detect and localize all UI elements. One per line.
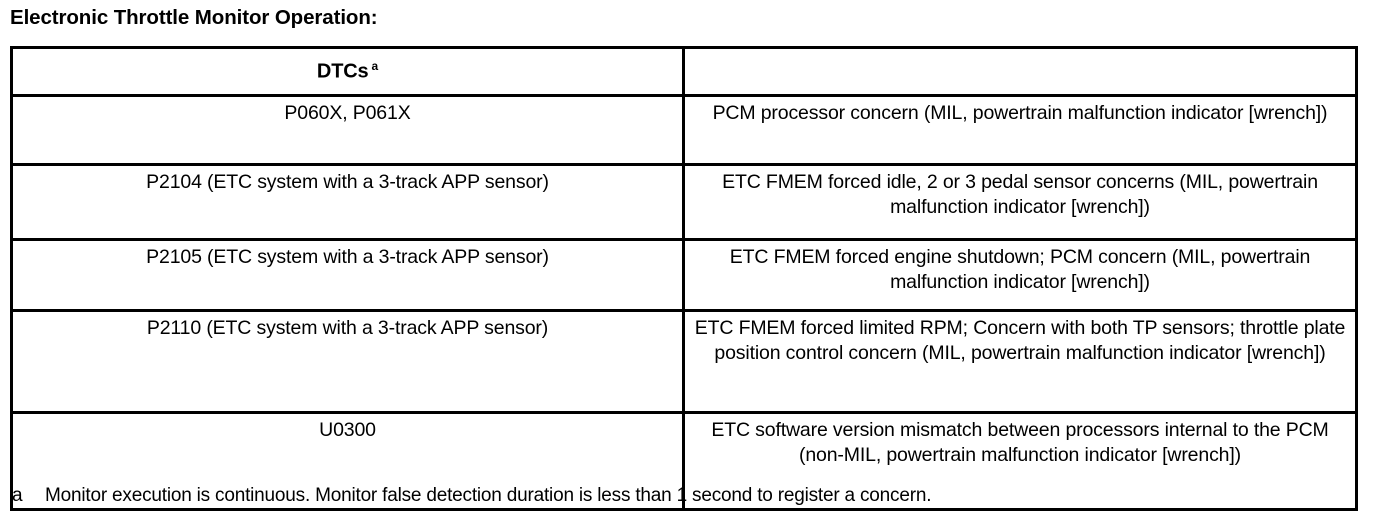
column-header-description bbox=[682, 46, 1358, 97]
table-row: U0300 ETC software version mismatch betw… bbox=[10, 411, 1358, 511]
dtc-value: P2110 (ETC system with a 3-track APP sen… bbox=[146, 317, 549, 339]
cell-description: PCM processor concern (MIL, powertrain m… bbox=[682, 94, 1358, 166]
table-footnote: a Monitor execution is continuous. Monito… bbox=[12, 484, 1362, 508]
cell-dtc: U0300 bbox=[10, 411, 685, 511]
dtc-value: P2104 (ETC system with a 3-track APP sen… bbox=[146, 171, 549, 193]
footnote-text: Monitor execution is continuous. Monitor… bbox=[45, 485, 932, 506]
page-title: Electronic Throttle Monitor Operation: bbox=[10, 6, 378, 29]
cell-dtc: P2104 (ETC system with a 3-track APP sen… bbox=[10, 163, 685, 241]
footnote-marker: a bbox=[12, 485, 23, 506]
cell-description: ETC FMEM forced idle, 2 or 3 pedal senso… bbox=[682, 163, 1358, 241]
table-row: P2110 (ETC system with a 3-track APP sen… bbox=[10, 309, 1358, 414]
description-value: ETC FMEM forced idle, 2 or 3 pedal senso… bbox=[722, 171, 1318, 218]
cell-dtc: P2105 (ETC system with a 3-track APP sen… bbox=[10, 238, 685, 312]
cell-dtc: P060X, P061X bbox=[10, 94, 685, 166]
cell-description: ETC FMEM forced engine shutdown; PCM con… bbox=[682, 238, 1358, 312]
column-header-dtcs-footnote-marker: a bbox=[371, 59, 379, 73]
column-header-dtcs-label: DTCs bbox=[316, 60, 369, 83]
table-row: P060X, P061X PCM processor concern (MIL,… bbox=[10, 94, 1358, 166]
table-row: P2105 (ETC system with a 3-track APP sen… bbox=[10, 238, 1358, 312]
description-value: ETC software version mismatch between pr… bbox=[711, 419, 1329, 466]
description-value: ETC FMEM forced limited RPM; Concern wit… bbox=[694, 317, 1346, 364]
description-value: PCM processor concern (MIL, powertrain m… bbox=[712, 102, 1328, 124]
cell-description: ETC FMEM forced limited RPM; Concern wit… bbox=[682, 309, 1358, 414]
cell-dtc: P2110 (ETC system with a 3-track APP sen… bbox=[10, 309, 685, 414]
dtc-value: P060X, P061X bbox=[284, 102, 411, 124]
description-value: ETC FMEM forced engine shutdown; PCM con… bbox=[729, 246, 1311, 293]
dtc-value: U0300 bbox=[319, 419, 376, 441]
table-body: P060X, P061X PCM processor concern (MIL,… bbox=[10, 94, 1358, 511]
cell-description: ETC software version mismatch between pr… bbox=[682, 411, 1358, 511]
table-row: P2104 (ETC system with a 3-track APP sen… bbox=[10, 163, 1358, 241]
dtc-value: P2105 (ETC system with a 3-track APP sen… bbox=[146, 246, 549, 268]
